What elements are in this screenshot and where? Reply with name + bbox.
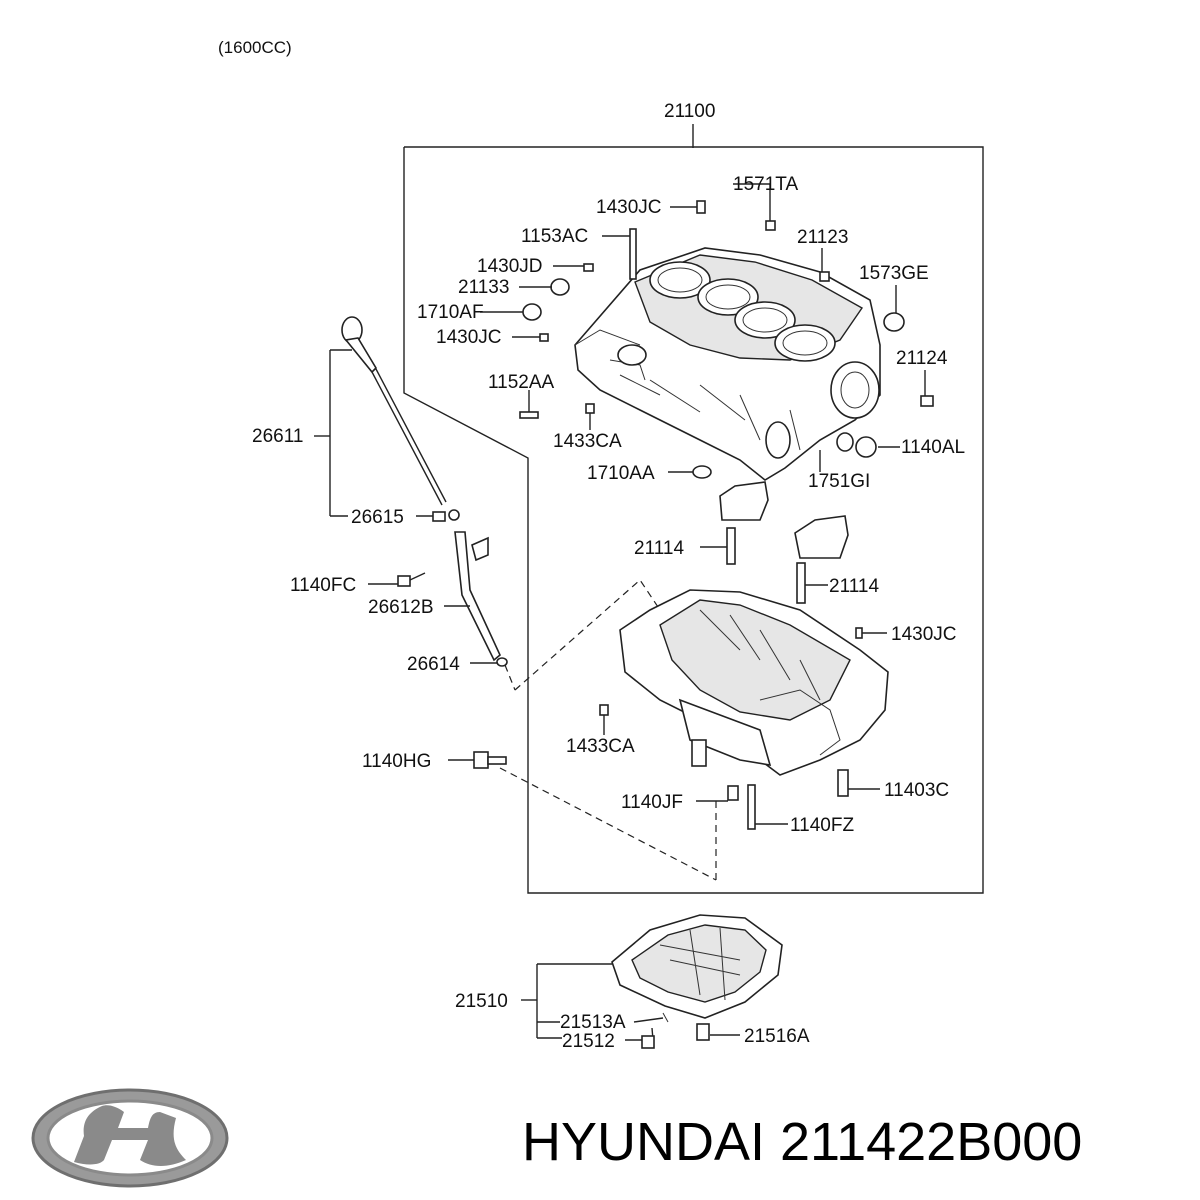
oil-pan-leaders	[521, 963, 740, 1041]
cylinder-block-icon	[574, 247, 881, 481]
label-1433CA-a: 1433CA	[553, 431, 622, 452]
label-1140FC: 1140FC	[290, 575, 356, 596]
dashed-guide-lower	[499, 767, 717, 881]
label-1140HG: 1140HG	[362, 751, 431, 772]
brand-part-number: HYUNDAI 211422B000	[522, 1112, 1082, 1172]
oil-pan-icon	[611, 914, 783, 1049]
label-26611: 26611	[252, 426, 303, 447]
label-21133: 21133	[458, 277, 509, 298]
dashed-guide-upper	[504, 579, 661, 691]
label-11403C: 11403C	[884, 780, 949, 801]
label-1710AF: 1710AF	[417, 302, 484, 323]
label-21513A: 21513A	[560, 1012, 626, 1033]
label-1152AA: 1152AA	[488, 372, 555, 393]
label-1751GI: 1751GI	[808, 471, 870, 492]
label-1153AC: 1153AC	[521, 226, 588, 247]
label-21114-b: 21114	[829, 576, 879, 597]
label-26615: 26615	[351, 507, 404, 528]
assembly-frame: 21100	[403, 101, 984, 894]
label-21512: 21512	[562, 1031, 615, 1052]
crankcase-leaders	[448, 632, 887, 825]
label-1433CA-b: 1433CA	[566, 736, 635, 757]
label-1430JC-a: 1430JC	[596, 197, 662, 218]
engine-caption: (1600CC)	[218, 38, 292, 57]
lower-crankcase-icon	[599, 589, 889, 830]
dipstick-guide-tube-icon	[368, 531, 508, 667]
label-21114-a: 21114	[634, 538, 684, 559]
label-21510: 21510	[455, 991, 508, 1012]
label-1430JD: 1430JD	[477, 256, 543, 277]
label-1571TA: 1571TA	[733, 174, 798, 195]
block-fasteners	[519, 200, 934, 604]
label-1710AA: 1710AA	[587, 463, 655, 484]
assembly-ref-label: 21100	[664, 101, 715, 122]
label-1430JC-b: 1430JC	[436, 327, 502, 348]
label-26614: 26614	[407, 654, 460, 675]
label-21516A: 21516A	[744, 1026, 810, 1047]
block-leaders	[480, 183, 926, 586]
label-1140FZ: 1140FZ	[790, 815, 854, 836]
label-1573GE: 1573GE	[859, 263, 929, 284]
label-21124: 21124	[896, 348, 948, 369]
hyundai-logo-icon	[31, 1088, 229, 1188]
label-1140JF: 1140JF	[621, 792, 683, 813]
label-1140AL: 1140AL	[901, 437, 965, 458]
label-26612B: 26612B	[368, 597, 434, 618]
label-21123: 21123	[797, 227, 848, 248]
part-labels: 1571TA 1430JC 1153AC 21123 1430JD 1573GE…	[252, 174, 965, 1052]
bolt-1140hg-icon	[473, 751, 507, 769]
dipstick-icon	[314, 316, 460, 522]
label-1430JC-c: 1430JC	[891, 624, 957, 645]
